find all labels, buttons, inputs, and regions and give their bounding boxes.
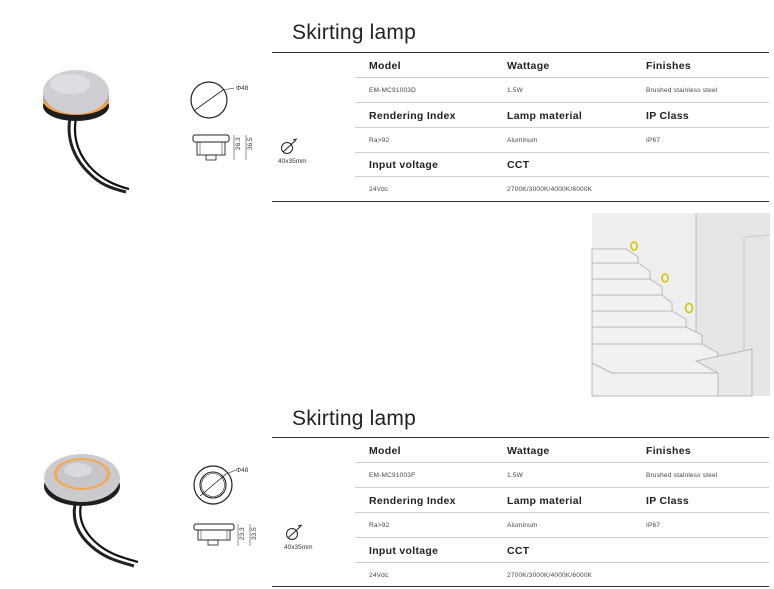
header-cct: CCT [507,545,530,557]
height-label-2: 33.5 [251,527,258,540]
product-title: Skirting lamp [292,407,416,430]
header-material: Lamp material [507,110,583,122]
value-cct: 2700K/3000K/4000K/6000K [507,186,593,193]
lamp-photo [43,70,130,194]
product-title: Skirting lamp [292,21,416,44]
row-divider [355,537,769,538]
row-divider [355,152,769,153]
header-finishes: Finishes [646,60,691,72]
row-divider [355,512,769,513]
header-rendering: Rendering Index [369,110,456,122]
row-divider [355,77,769,78]
row-divider [355,127,769,128]
diameter-label: Φ48 [236,85,249,92]
value-model: EM-MC91003D [369,87,416,94]
diameter-label: Φ48 [236,467,249,474]
height-label-2: 36.5 [247,137,254,150]
cutout-icon [281,138,298,154]
height-label-1: 23.3 [239,527,246,540]
header-ip: IP Class [646,110,690,122]
value-rendering: Ra>92 [369,522,390,529]
cutout-label: 40x35mm [278,158,307,165]
value-ip: IP67 [646,137,661,144]
title-divider [272,52,769,53]
value-model: EM-MC91003F [369,472,416,479]
value-finishes: Brushed stainless steel [646,87,718,94]
value-voltage: 24Vdc [369,186,389,193]
header-material: Lamp material [507,495,583,507]
header-finishes: Finishes [646,445,691,457]
header-voltage: Input voltage [369,159,439,171]
header-model: Model [369,60,401,72]
value-voltage: 24Vdc [369,572,389,579]
cutout-icon [286,524,303,540]
value-cct: 2700K/3000K/4000K/6000K [507,572,593,579]
row-divider [355,462,769,463]
row-divider [355,562,769,563]
header-voltage: Input voltage [369,545,439,557]
value-finishes: Brushed stainless steel [646,472,718,479]
header-cct: CCT [507,159,530,171]
value-wattage: 1.5W [507,87,523,94]
header-wattage: Wattage [507,60,550,72]
value-material: Aluminum [507,522,538,529]
section-bottom-rule [272,586,769,587]
value-material: Aluminum [507,137,538,144]
stair-installation-illustration [591,213,771,397]
section-bottom-rule [272,201,769,202]
header-model: Model [369,445,401,457]
value-ip: IP67 [646,522,661,529]
lamp-photo [44,454,139,568]
cutout-label: 40x35mm [284,544,313,551]
header-ip: IP Class [646,495,690,507]
value-wattage: 1.5W [507,472,523,479]
header-rendering: Rendering Index [369,495,456,507]
value-rendering: Ra>92 [369,137,390,144]
technical-drawing: Φ48 26.3 36.5 40x35mm [190,81,307,165]
row-divider [355,176,769,177]
technical-drawing: Φ48 23.3 33.5 40x35mm [193,465,313,551]
header-wattage: Wattage [507,445,550,457]
row-divider [355,102,769,103]
title-divider [272,437,769,438]
row-divider [355,487,769,488]
height-label-1: 26.3 [235,137,242,150]
